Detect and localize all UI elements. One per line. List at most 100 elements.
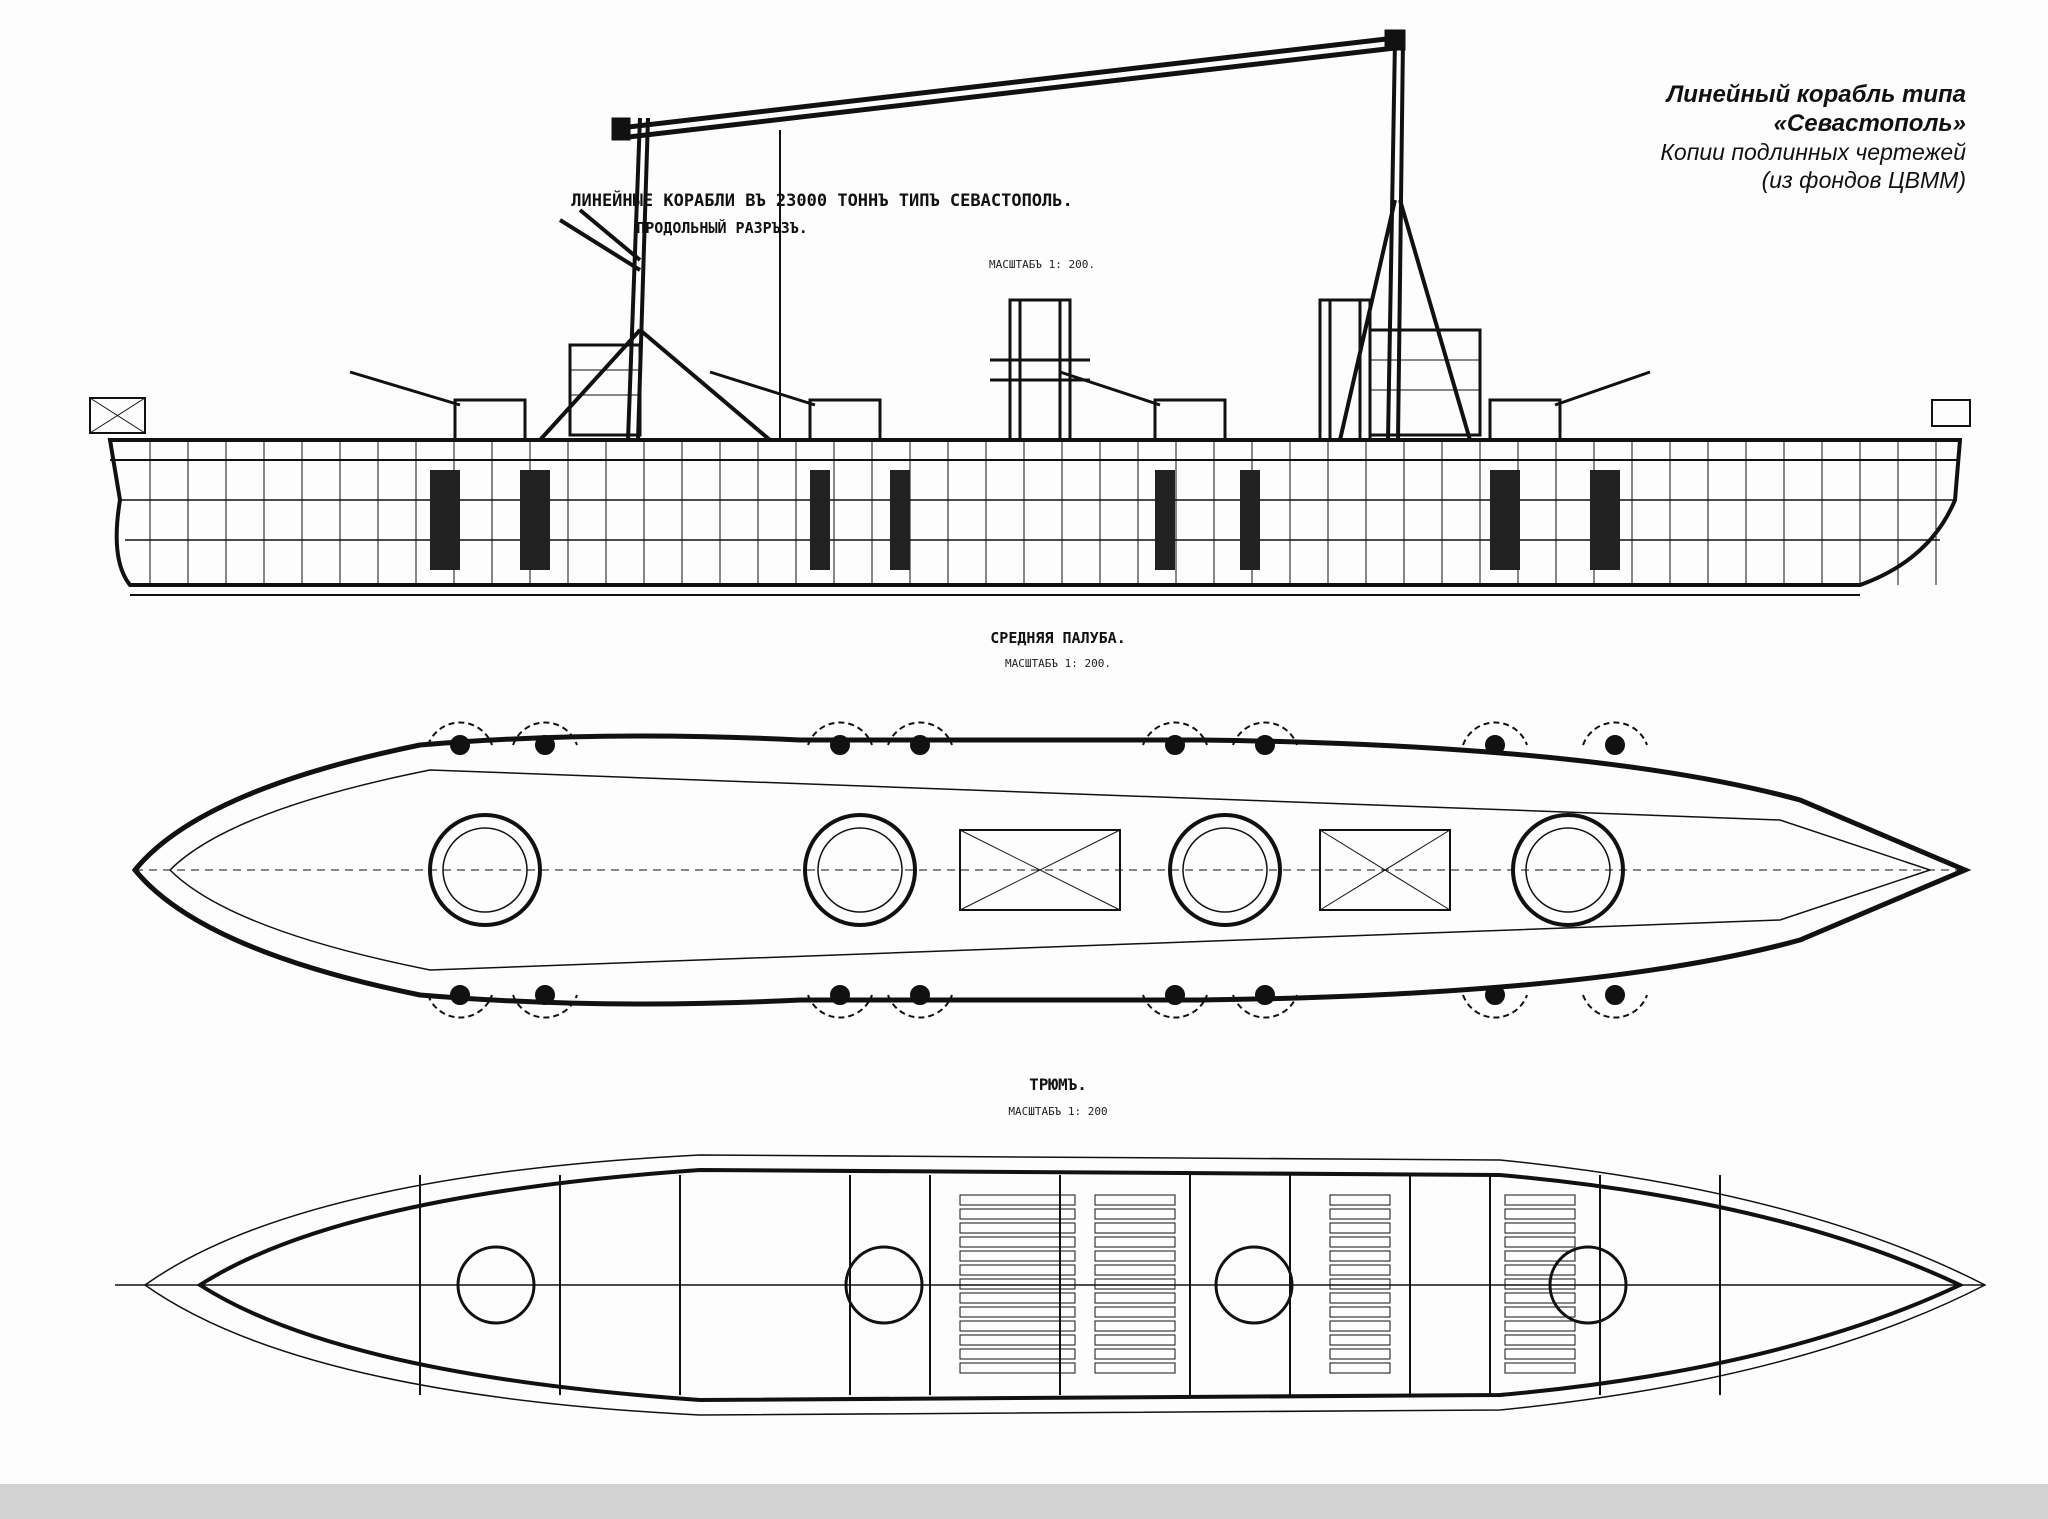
casemate-gun [910,735,930,755]
casemate-gun [535,735,555,755]
casemate-guns [427,721,1648,1019]
magazine-cell [1329,1306,1391,1318]
magazine-cell [1329,1264,1391,1276]
main-mast [1338,39,1472,441]
magazine-cell [1329,1236,1391,1248]
magazine-cell [1504,1334,1576,1346]
magazine-cell [1329,1348,1391,1360]
caption-archive-line: (из фондов ЦВММ) [1761,167,1966,193]
magazine-cell [1094,1306,1176,1318]
gun-arc [807,994,873,1019]
magazine-cell [1094,1348,1176,1360]
magazine-cell [959,1208,1076,1220]
bow-flag [89,397,146,434]
casemate-gun [1605,735,1625,755]
magazine-cell [1329,1362,1391,1374]
hold-title: ТРЮМЪ. [1029,1075,1087,1094]
hold-bulkheads [419,1175,1721,1395]
magazine-cell [1504,1236,1576,1248]
profile-scale: МАСШТАБЪ 1: 200. [989,258,1095,271]
casemate-gun [1485,735,1505,755]
caption-source-line: Копии подлинных чертежей [1660,139,1966,165]
magazine-cell [1504,1264,1576,1276]
magazine-cell [959,1278,1076,1290]
casemate-gun [1485,985,1505,1005]
casemate-gun [1165,735,1185,755]
middle-deck-title: СРЕДНЯЯ ПАЛУБА. [990,629,1125,647]
caption-title: Линейный корабль типа [1666,81,1966,108]
fore-funnel [990,298,1090,442]
magazine-cell [1094,1362,1176,1374]
casemate-gun [830,985,850,1005]
magazine-cell [1094,1334,1176,1346]
scan-edge [0,1484,2048,1519]
gun-arc [1142,994,1208,1019]
magazine-cell [959,1222,1076,1234]
profile-frames [149,440,1937,585]
hold-scale: МАСШТАБЪ 1: 200 [1008,1105,1107,1118]
casemate-gun [450,735,470,755]
casemate-gun [1605,985,1625,1005]
magazine-cell [1094,1236,1176,1248]
magazine-cell [959,1320,1076,1332]
profile-hull [107,438,1963,587]
gun-arc [1462,721,1528,746]
magazine-cell [959,1292,1076,1304]
gun-arc [807,721,873,746]
profile-title: ЛИНЕЙНЫЕ КОРАБЛИ ВЪ 23000 ТОННЪ ТИПЪ СЕВ… [571,189,1073,211]
magazine-cell [959,1362,1076,1374]
gun-arc [427,721,493,746]
magazine-cell [1329,1292,1391,1304]
magazine-cell [1329,1208,1391,1220]
magazine-cell [1504,1222,1576,1234]
caption-ship-name: «Севастополь» [1773,110,1966,137]
middle-deck-scale: МАСШТАБЪ 1: 200. [1005,657,1111,670]
magazine-cell [1504,1208,1576,1220]
magazine-cell [1504,1306,1576,1318]
wireless-aerial [619,35,1396,141]
profile-compartments [430,470,1620,570]
magazine-cell [959,1194,1076,1206]
magazine-cell [1504,1320,1576,1332]
casemate-gun [1165,985,1185,1005]
magazine-cell [959,1264,1076,1276]
magazine-cell [1329,1194,1391,1206]
magazine-cell [1329,1250,1391,1262]
magazine-cell [1094,1208,1176,1220]
figure-caption: Линейный корабль типа «Севастополь» Копи… [1546,80,1966,194]
magazine-cell [1094,1264,1176,1276]
gun-arc [887,994,953,1019]
casemate-gun [830,735,850,755]
casemate-gun [910,985,930,1005]
magazine-cell [1504,1362,1576,1374]
magazine-cell [1329,1278,1391,1290]
magazine-cell [1504,1278,1576,1290]
gun-arc [512,994,578,1019]
gun-arc [887,721,953,746]
casemate-gun [535,985,555,1005]
magazine-cell [1094,1292,1176,1304]
magazine-cell [1094,1278,1176,1290]
gun-arc [1142,721,1208,746]
magazine-cell [959,1250,1076,1262]
gun-arc [1232,994,1298,1019]
magazine-cell [1504,1348,1576,1360]
profile-subtitle: ПРОДОЛЬНЫЙ РАЗРЪЗЪ. [636,218,808,237]
hold-plan [115,1154,1987,1416]
magazine-cell [1504,1292,1576,1304]
magazine-cell [959,1334,1076,1346]
magazine-cell [1329,1320,1391,1332]
gun-arc [427,994,493,1019]
barbettes [428,813,1625,927]
magazine-cell [959,1236,1076,1248]
casemate-gun [1255,735,1275,755]
magazine-cell [1329,1334,1391,1346]
gun-arc [1232,721,1298,746]
magazine-cell [1094,1320,1176,1332]
gun-arc [1582,994,1648,1019]
hold-magazines [959,1194,1576,1374]
magazine-cell [1329,1222,1391,1234]
magazine-cell [1504,1250,1576,1262]
